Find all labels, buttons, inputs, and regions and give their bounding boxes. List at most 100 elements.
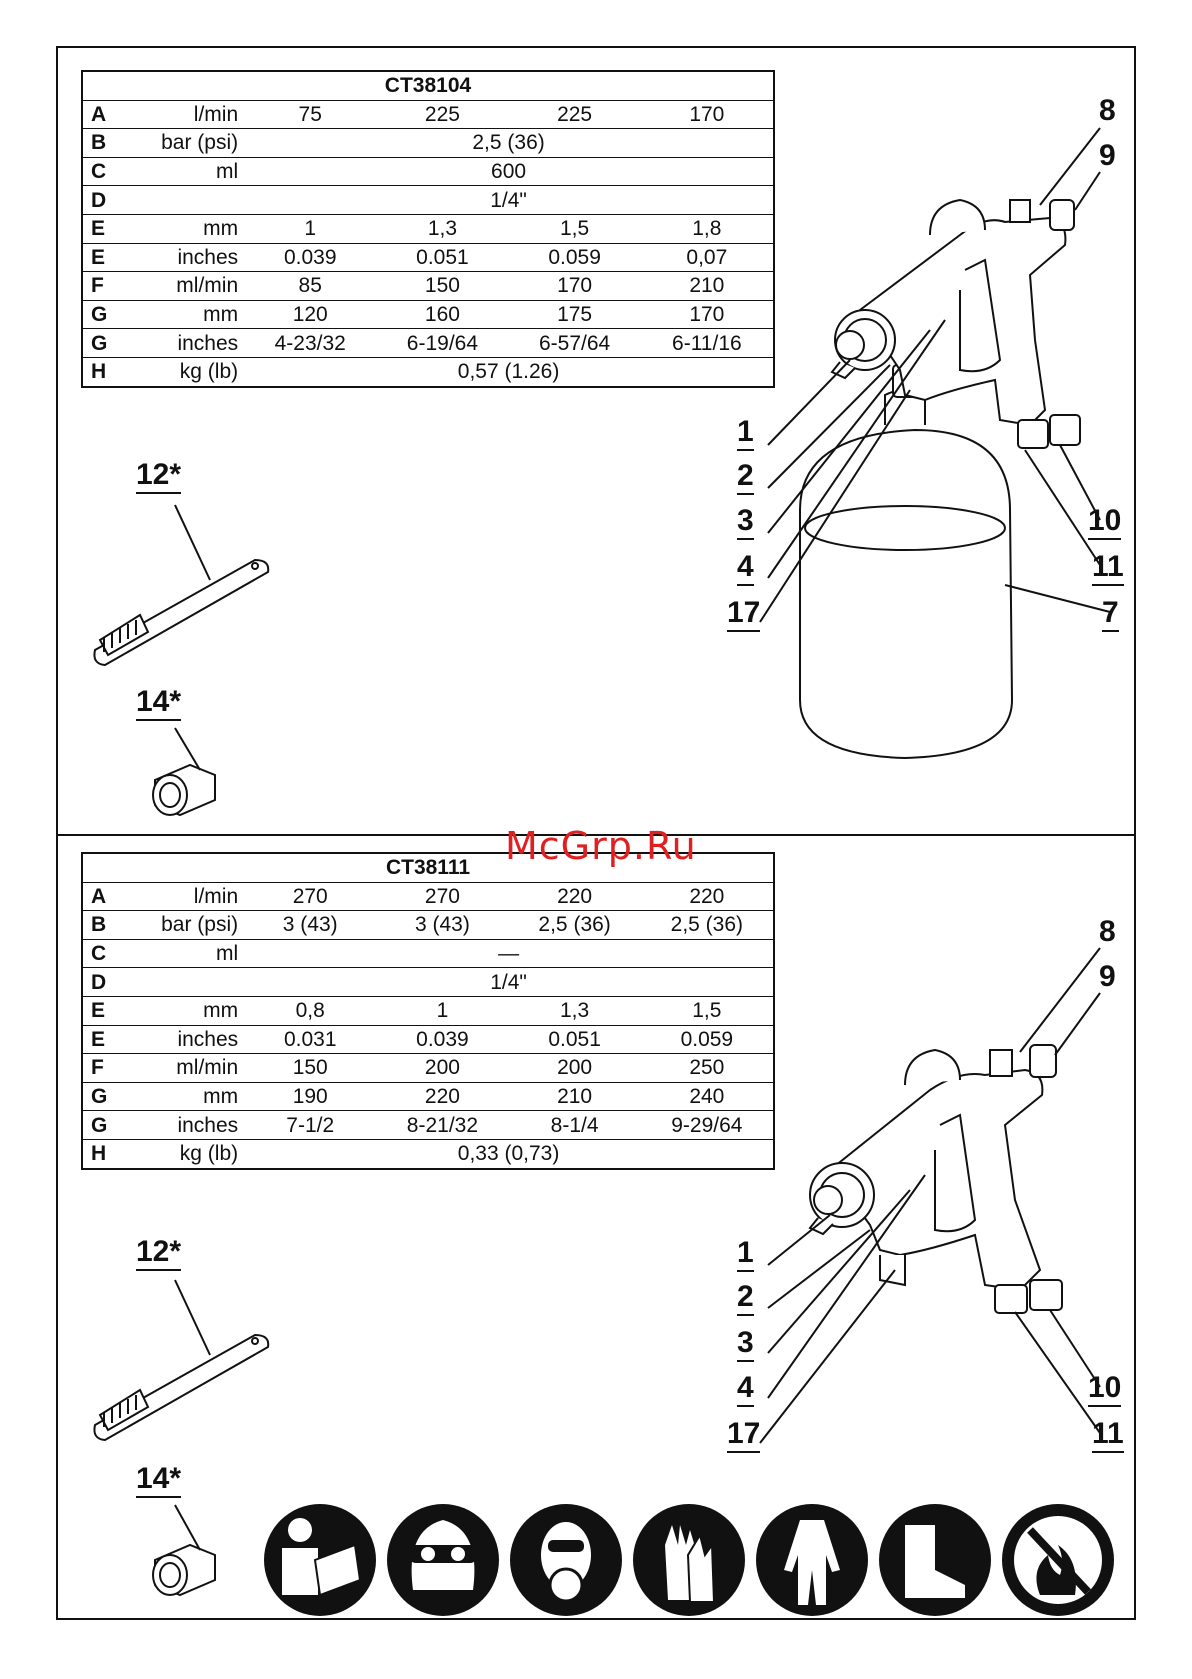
row-value: 1 <box>376 995 509 1026</box>
callout-4: 4 <box>737 552 754 586</box>
row-value: 250 <box>640 1053 774 1083</box>
coverall-icon <box>756 1504 868 1616</box>
callout-2: 2 <box>737 461 754 495</box>
row-value: 170 <box>640 99 774 129</box>
row-key: E <box>82 213 121 244</box>
row-value: 200 <box>376 1053 509 1083</box>
row-value: 0,8 <box>244 995 377 1026</box>
row-value: — <box>244 938 774 968</box>
read-manual-icon <box>264 1504 376 1616</box>
row-value: 270 <box>244 881 377 911</box>
callout-3: 3 <box>737 1328 754 1362</box>
row-key: H <box>82 356 121 387</box>
row-unit: bar (psi) <box>120 128 245 158</box>
callout-9: 9 <box>1099 139 1116 172</box>
model-name: CT38104 <box>384 74 472 98</box>
row-value: 0.031 <box>244 1024 377 1054</box>
row-key: C <box>82 938 121 968</box>
row-value: 8-1/4 <box>508 1110 641 1140</box>
row-value: 4-23/32 <box>244 328 377 358</box>
watermark: McGrp.Ru <box>505 824 697 868</box>
row-key: G <box>82 1110 121 1140</box>
row-value: 85 <box>244 271 377 301</box>
row-unit: inches <box>120 328 245 358</box>
callout-14: 14* <box>136 1464 182 1498</box>
row-value: 2,5 (36) <box>508 910 641 940</box>
row-value: 225 <box>376 99 509 129</box>
row-key: H <box>82 1138 121 1169</box>
row-value: 0.059 <box>640 1024 774 1054</box>
row-value: 1/4" <box>244 967 774 997</box>
row-unit: kg (lb) <box>120 356 245 387</box>
row-key: G <box>82 328 121 358</box>
row-value: 75 <box>244 99 377 129</box>
coupling-illustration <box>152 763 216 817</box>
respirator-icon <box>510 1504 622 1616</box>
row-value: 1,8 <box>640 213 774 244</box>
row-unit: ml/min <box>120 271 245 301</box>
spray-gun-illustration <box>808 1044 1063 1314</box>
row-unit: kg (lb) <box>120 1138 245 1169</box>
table-row: D 1/4" <box>82 967 774 997</box>
row-value: 210 <box>508 1081 641 1111</box>
row-value: 6-11/16 <box>640 328 774 358</box>
callout-8: 8 <box>1099 94 1116 127</box>
section-divider <box>56 834 1136 836</box>
row-unit: inches <box>120 242 245 272</box>
callout-12: 12* <box>136 460 182 494</box>
row-value: 150 <box>244 1053 377 1083</box>
row-value: 1 <box>244 213 377 244</box>
row-unit: ml <box>120 938 245 968</box>
row-value: 6-57/64 <box>508 328 641 358</box>
callout-1: 1 <box>737 1238 754 1272</box>
row-value: 170 <box>640 299 774 329</box>
safety-boots-icon <box>879 1504 991 1616</box>
row-key: G <box>82 1081 121 1111</box>
row-unit: l/min <box>120 881 245 911</box>
row-value: 0.051 <box>508 1024 641 1054</box>
spray-gun-with-cup-illustration <box>799 198 1081 760</box>
row-value: 200 <box>508 1053 641 1083</box>
callout-9: 9 <box>1099 960 1116 993</box>
cleaning-brush-illustration <box>93 558 270 667</box>
row-unit: ml <box>120 156 245 186</box>
row-unit <box>120 185 245 215</box>
row-value: 225 <box>508 99 641 129</box>
callout-8: 8 <box>1099 915 1116 948</box>
callout-11: 11 <box>1092 552 1124 586</box>
callout-12: 12* <box>136 1237 182 1271</box>
row-key: A <box>82 881 121 911</box>
row-unit: ml/min <box>120 1053 245 1083</box>
row-value: 220 <box>376 1081 509 1111</box>
callout-3: 3 <box>737 506 754 540</box>
row-key: F <box>82 1053 121 1083</box>
callout-17: 17 <box>727 1419 761 1453</box>
row-key: E <box>82 995 121 1026</box>
row-unit: inches <box>120 1110 245 1140</box>
row-value: 190 <box>244 1081 377 1111</box>
row-key: B <box>82 128 121 158</box>
row-value: 2,5 (36) <box>640 910 774 940</box>
row-key: D <box>82 967 121 997</box>
row-value: 210 <box>640 271 774 301</box>
row-value: 0.039 <box>376 1024 509 1054</box>
row-value: 9-29/64 <box>640 1110 774 1140</box>
row-key: E <box>82 1024 121 1054</box>
row-value: 1/4" <box>244 185 774 215</box>
row-unit: mm <box>120 213 245 244</box>
row-value: 1,5 <box>640 995 774 1026</box>
